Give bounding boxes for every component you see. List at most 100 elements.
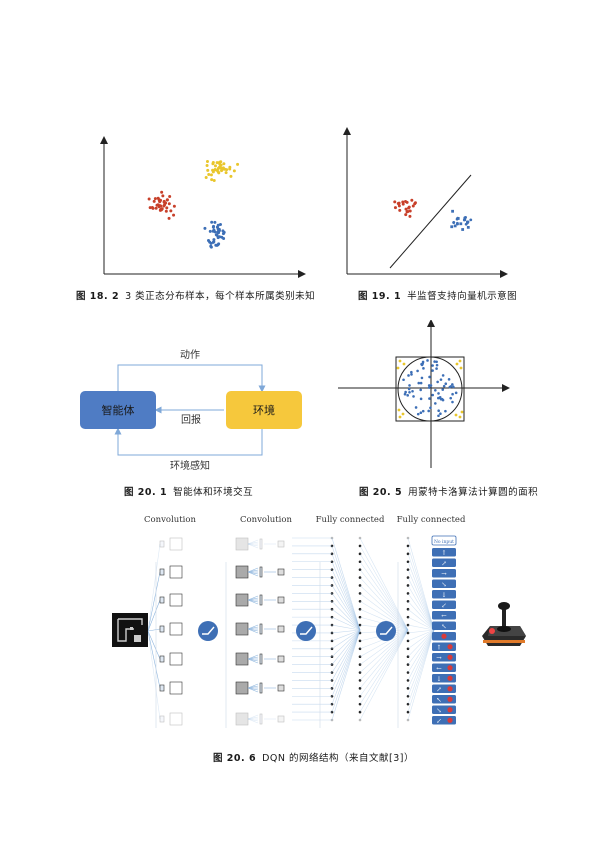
arrow-down-right-icon [432, 579, 456, 588]
neuron [358, 671, 362, 674]
conv2-input-map [235, 593, 249, 607]
neuron [406, 679, 410, 682]
neuron [358, 702, 362, 706]
data-point [206, 168, 210, 172]
data-point [155, 203, 159, 207]
neuron [406, 631, 410, 635]
conv2-feature-map [277, 540, 285, 548]
data-point [441, 374, 445, 377]
data-point [153, 197, 157, 201]
perception-label: 环境感知 [170, 459, 210, 472]
data-point [222, 230, 226, 234]
data-point [147, 197, 151, 201]
data-point [209, 245, 213, 249]
data-point [434, 402, 437, 405]
neuron [358, 694, 362, 698]
data-point [160, 207, 164, 211]
neuron [406, 623, 410, 627]
data-point [152, 199, 156, 203]
agent-label: 智能体 [102, 403, 135, 417]
neuron [406, 671, 410, 674]
data-point [436, 380, 439, 384]
data-point [451, 400, 454, 404]
data-point [449, 385, 453, 388]
layer-label-conv2: Convolution [240, 515, 292, 525]
data-point [212, 228, 216, 232]
data-point [456, 216, 460, 220]
data-point [455, 221, 459, 225]
data-point [466, 220, 470, 224]
neuron [358, 639, 362, 643]
data-point [419, 397, 423, 401]
data-point [427, 386, 431, 389]
data-point [439, 378, 443, 381]
arrow-right-icon [432, 569, 456, 578]
scatter-points [147, 160, 240, 249]
data-point [434, 388, 437, 392]
action-label: 动作 [180, 349, 200, 361]
data-point [437, 392, 440, 395]
data-point [397, 408, 401, 412]
svg-text:→: → [441, 570, 447, 578]
svg-text:↙: ↙ [436, 717, 441, 725]
data-point [172, 213, 176, 217]
data-point [427, 409, 430, 413]
conv2-filter [259, 538, 263, 550]
data-point [408, 390, 411, 394]
data-point [229, 174, 233, 178]
caption-number: 图 18. 2 [76, 291, 120, 302]
neuron [406, 639, 410, 643]
data-point [212, 240, 216, 244]
neuron [358, 710, 362, 714]
conv2-filter [259, 653, 263, 665]
neuron [358, 647, 362, 651]
data-point [461, 228, 465, 231]
data-point [148, 206, 152, 210]
data-point [410, 198, 414, 202]
conv2-input-map [235, 622, 249, 636]
data-point [460, 410, 464, 414]
scatter-points [396, 359, 464, 419]
data-point [451, 392, 454, 396]
data-point [205, 160, 209, 164]
neuron [358, 568, 362, 571]
data-point [439, 412, 442, 416]
data-point [211, 225, 215, 229]
caption-number: 图 20. 1 [124, 487, 168, 498]
neuron [406, 600, 410, 603]
data-point [408, 384, 411, 387]
data-point [437, 414, 440, 418]
conv1-feature-map [169, 681, 183, 695]
data-point [225, 168, 229, 172]
neuron [358, 679, 362, 682]
neuron [406, 702, 410, 706]
conv2-filter [259, 623, 263, 635]
dqn-network [147, 536, 435, 728]
svg-text:←: ← [436, 665, 442, 673]
data-point [209, 241, 213, 245]
data-point [419, 411, 423, 414]
data-point [459, 222, 463, 226]
data-point [412, 395, 415, 398]
data-point [410, 370, 413, 374]
conv2-input-map [235, 712, 249, 726]
data-point [463, 218, 467, 221]
svg-text:↘: ↘ [441, 581, 446, 589]
data-point [158, 204, 162, 208]
data-point [210, 220, 214, 224]
data-point [402, 362, 406, 366]
data-point [441, 388, 445, 391]
data-point [420, 362, 423, 366]
data-point [396, 202, 400, 206]
relu-activation-icon [198, 621, 218, 641]
neuron [406, 655, 410, 658]
data-point [211, 168, 215, 172]
conv2-input-map [235, 565, 249, 579]
data-point [218, 235, 222, 239]
data-point [207, 172, 211, 176]
caption-text: 3 类正态分布样本，每个样本所属类别未知 [125, 291, 316, 302]
data-point [404, 213, 408, 217]
neuron [406, 694, 410, 698]
conv2-feature-map [277, 655, 285, 663]
svg-text:↗: ↗ [436, 686, 441, 694]
